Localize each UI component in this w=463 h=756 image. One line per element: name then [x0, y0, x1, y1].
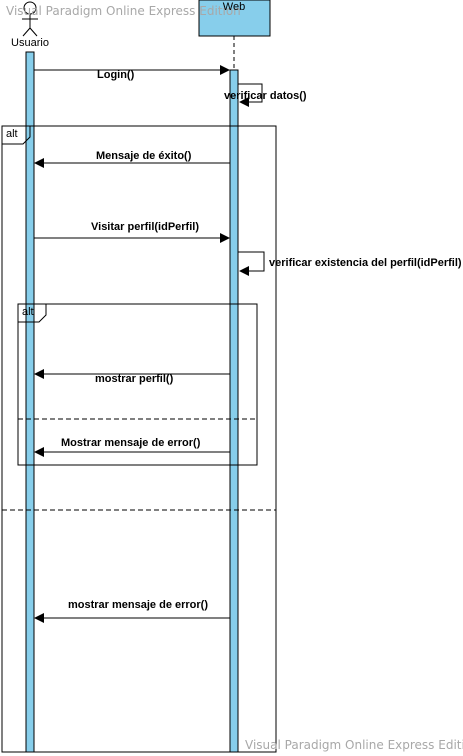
mostrar-mensaje-error-1-label: Mostrar mensaje de error(): [61, 437, 201, 449]
verificar-datos-label: verificar datos(): [224, 90, 307, 102]
web-object-label: Web: [222, 1, 246, 13]
outer-alt-tag-box: [2, 125, 31, 145]
verificar-datos-arrow: [238, 83, 263, 107]
web-activation-bar: [229, 69, 239, 753]
verificar-existencia-label: verificar existencia del perfil(idPerfil…: [269, 257, 462, 269]
login-label: Login(): [97, 69, 135, 81]
watermark-top: Visual Paradigm Online Express Edition: [6, 4, 241, 18]
inner-alt-frame: [17, 303, 258, 466]
outer-alt-label: alt: [6, 128, 18, 140]
actor-figure: [22, 1, 38, 37]
watermark-bottom: Visual Paradigm Online Express Edition: [245, 738, 463, 752]
mostrar-perfil-label: mostrar perfil(): [95, 373, 174, 385]
outer-alt-frame: [1, 125, 277, 753]
visitar-perfil-label: Visitar perfil(idPerfil): [91, 221, 199, 233]
verificar-existencia-arrow: [238, 251, 265, 276]
inner-alt-tag-box: [18, 303, 47, 323]
mostrar-mensaje-error-2-label: mostrar mensaje de error(): [68, 599, 208, 611]
inner-alt-label: alt: [22, 306, 34, 318]
web-object-box: [198, 0, 271, 37]
actor-usuario-label: Usuario: [11, 37, 49, 49]
usuario-activation-bar: [25, 51, 35, 753]
mensaje-exito-label: Mensaje de éxito(): [96, 150, 192, 162]
